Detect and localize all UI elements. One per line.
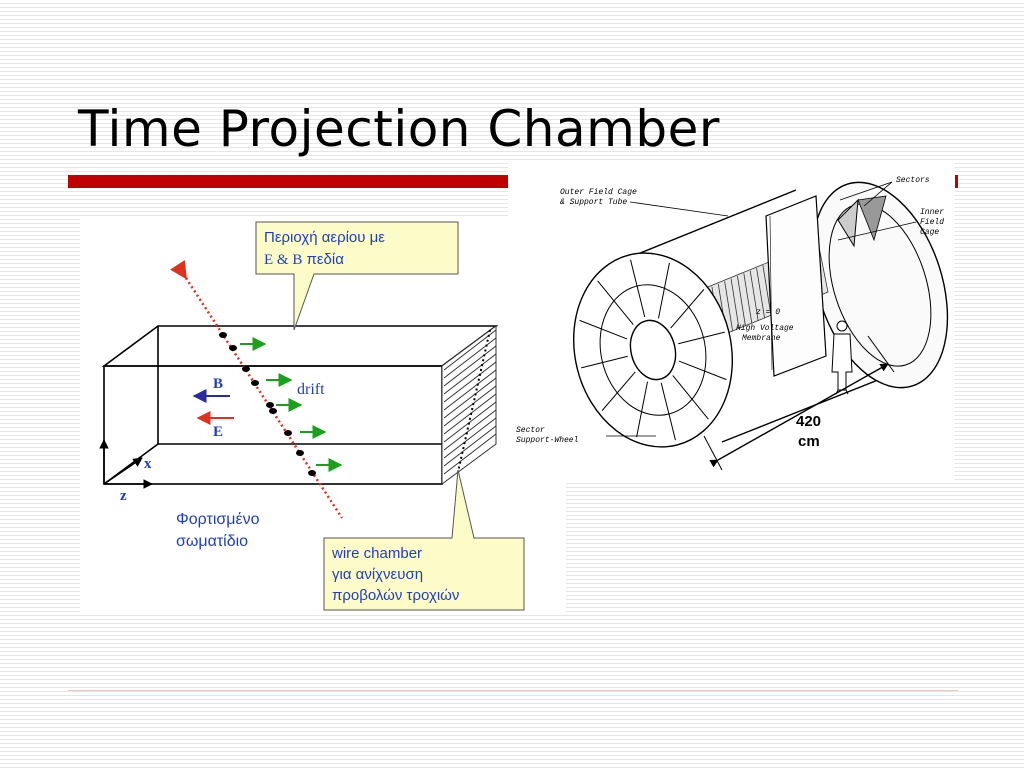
label-inner-cage-line3: Cage [920,228,939,237]
drift-arrows [240,337,343,472]
wheel-spoke [660,382,676,441]
callout-wire-line2: για ανίχνευση [332,566,423,583]
label-inner-cage-line2: Field [920,218,944,227]
coil-winding [749,270,759,321]
wire-plane [443,353,497,395]
wheel-spoke [597,280,634,325]
label-sectors: Sectors [896,176,930,185]
wheel-spoke [601,371,636,411]
tpc-principle-svg: B E drift x z Φορτισμένο σωματίδιο Περιο… [99,221,525,611]
wheel-spoke [579,319,628,340]
wire-plane [443,425,497,467]
label-drift: drift [297,381,325,398]
label-outer-cage-line2: & Support Tube [560,198,627,207]
particle-label-line1: Φορτισμένο [176,511,260,528]
tpc-principle-diagram: B E drift x z Φορτισμένο σωματίδιο Περιο… [80,218,566,613]
axis-system [99,439,153,489]
wire-plane [443,361,497,403]
front-sector-wheel [572,252,734,448]
wheel-spoke [670,289,705,329]
high-voltage-membrane [765,195,827,377]
wheel-spoke [630,259,646,318]
slide-title: Time Projection Chamber [78,100,720,158]
wheel-spoke [581,355,628,369]
wheel-spoke [678,331,725,345]
wire-plane [443,329,497,371]
dimension-value: 420 [796,413,821,430]
far-sector-wheel [828,195,932,367]
callout-gas-region: Περιοχή αερίου με Ε & Β πεδία [255,221,459,331]
wire-plane [443,385,497,427]
dimension-unit: cm [798,433,820,450]
label-wheel-line1: Sector [516,426,545,435]
callout-gas-suffix: πεδία [302,251,344,268]
callout-gas-line1: Περιοχή αερίου με [264,229,385,246]
label-z0: z = 0 [756,308,780,317]
axis-x-label: x [144,456,152,472]
label-e: E [213,424,223,440]
label-b: B [213,376,223,392]
coil-winding [724,281,734,332]
wire-plane [443,377,497,419]
callout-gas-line2: Ε & Β πεδία [264,251,344,268]
callout-wire-line1: wire chamber [331,545,422,562]
wire-plane [443,369,497,411]
wire-plane [443,345,497,387]
label-wheel-line2: Support-Wheel [516,436,579,445]
wire-plane [443,409,497,451]
particle-track [170,260,344,519]
wire-plane [443,417,497,459]
label-outer-cage-line1: Outer Field Cage [560,188,637,197]
wheel-spoke [672,375,709,420]
wheel-ring [599,284,707,416]
wire-plane [443,433,497,475]
detector-svg: 420 cm Outer Field Cage & Support Tube S… [516,176,949,471]
coil-winding [756,267,765,319]
wheel-spoke [657,262,670,319]
label-leaders [606,181,917,437]
detector-drawing: 420 cm Outer Field Cage & Support Tube S… [508,160,955,483]
wheel-spoke [636,381,649,438]
coil-winding [743,273,753,324]
wire-plane [443,393,497,435]
coil-winding [737,275,746,327]
wire-chamber-plates [441,325,497,485]
axis-z-label: z [120,488,127,504]
footer-rule [68,690,958,691]
coil-winding [730,278,740,329]
label-membrane-line1: High Voltage [736,324,794,333]
particle-label-line2: σωματίδιο [176,533,248,550]
coil-winding [762,265,772,316]
wire-plane [443,401,497,443]
callout-gas-fields: Ε & Β [264,252,302,268]
label-membrane-line2: Membrane [742,334,781,343]
label-inner-cage-line1: Inner [920,208,944,217]
callout-wire-line3: προβολών τροχιών [332,587,459,604]
length-dimension [703,335,895,471]
wire-plane [443,337,497,379]
callout-wire-chamber: wire chamber για ανίχνευση προβολών τροχ… [323,469,525,611]
ionization-electrons [219,332,316,476]
